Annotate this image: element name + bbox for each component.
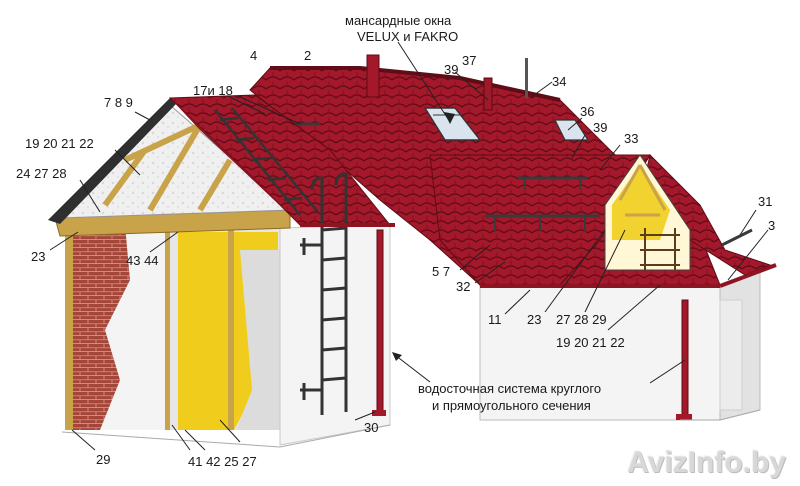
label-19-22a: 19 20 21 22 — [25, 136, 94, 151]
wall-post-1 — [65, 225, 73, 430]
label-27-28-29: 27 28 29 — [556, 312, 607, 327]
label-23a: 23 — [31, 249, 46, 264]
label-789: 7 8 9 — [104, 95, 133, 110]
roof-window-1 — [423, 107, 482, 141]
wall-ladder — [300, 172, 348, 415]
gutter-system — [300, 223, 777, 420]
label-11: 11 — [488, 312, 502, 327]
watermark-logo: AvizInfo.by — [627, 446, 786, 479]
wall-plaster-cut — [100, 225, 170, 430]
label-4: 4 — [250, 48, 258, 63]
vapor-membrane — [236, 250, 280, 430]
label-30: 30 — [364, 420, 379, 435]
label-29: 29 — [96, 452, 111, 467]
arrow-velux — [444, 112, 455, 124]
label-velux-line1: мансардные окна — [345, 13, 452, 28]
chimney — [366, 54, 380, 98]
dormer-insulation — [612, 165, 670, 240]
rafters — [102, 122, 233, 212]
label-34: 34 — [552, 74, 567, 89]
label-3: 3 — [768, 218, 776, 233]
label-drain-line2: и прямоугольного сечения — [432, 398, 591, 413]
arrow-drain — [392, 352, 402, 361]
roof-ladder — [214, 107, 319, 216]
label-velux-line2: VELUX и FAKRO — [357, 29, 459, 44]
label-39b: 39 — [593, 120, 608, 135]
wall-post-2 — [165, 225, 174, 430]
yellow-insulation — [178, 232, 230, 430]
label-43-44: 43 44 — [126, 253, 159, 268]
ridge-cap — [270, 66, 561, 102]
leader-lines — [49, 41, 769, 451]
label-41-42-25-27: 41 42 25 27 — [188, 454, 257, 469]
antenna — [525, 58, 528, 98]
label-23b: 23 — [527, 312, 542, 327]
roof-window-2 — [554, 119, 590, 141]
ground-line — [61, 424, 391, 448]
label-5-7: 5 7 — [432, 264, 451, 279]
right-wing-door — [719, 299, 743, 411]
label-17-18: 17и 18 — [193, 83, 233, 98]
label-39a: 39 — [444, 62, 459, 77]
label-32: 32 — [456, 279, 471, 294]
label-36: 36 — [580, 104, 595, 119]
label-2: 2 — [304, 48, 312, 63]
label-24-27-28: 24 27 28 — [16, 166, 67, 181]
label-37: 37 — [462, 53, 477, 68]
label-19-22b: 19 20 21 22 — [556, 335, 625, 350]
vent-pipe — [483, 77, 493, 111]
label-33: 33 — [624, 131, 639, 146]
label-31: 31 — [758, 194, 773, 209]
left-roof-edge — [48, 98, 176, 224]
dormer-lattice — [640, 228, 680, 272]
left-roof-gable-side[interactable] — [170, 98, 300, 225]
label-drain-line1: водосточная система круглого — [418, 381, 602, 396]
